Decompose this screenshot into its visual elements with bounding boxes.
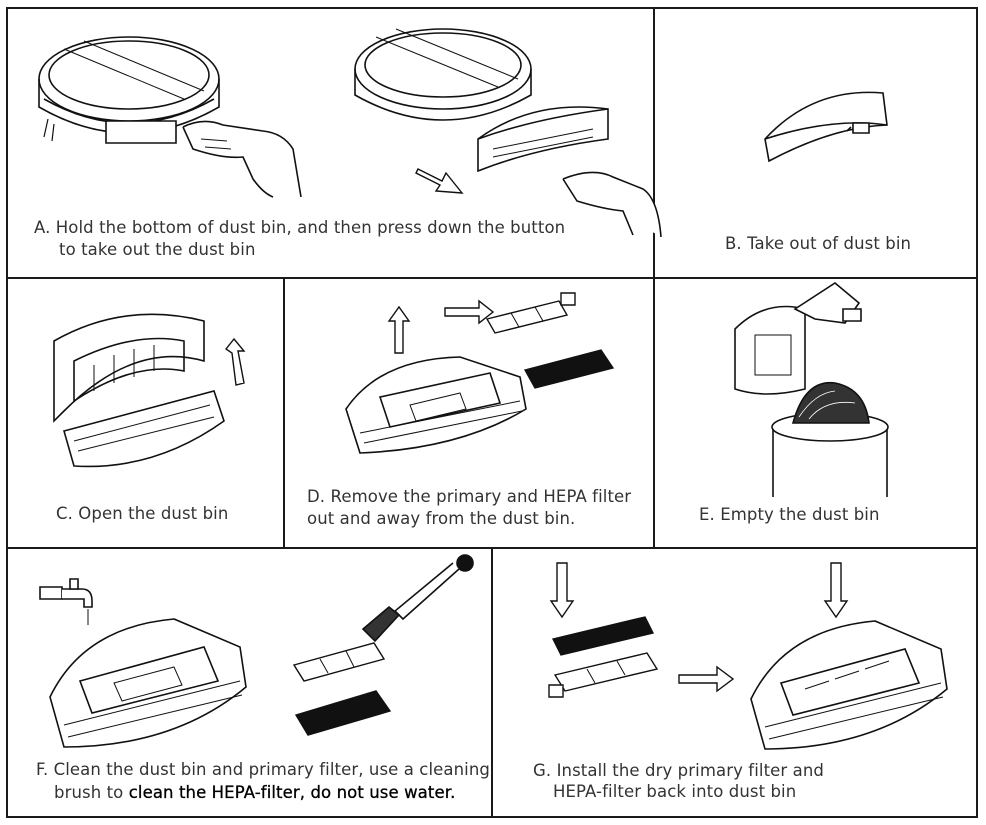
dust-bin-icon [745,609,955,759]
panel-c-caption: C. Open the dust bin [56,504,229,523]
outline-arrow-icon [220,339,250,389]
faucet-icon [36,577,96,627]
col-divider-fg [491,547,493,818]
primary-filter-icon [290,631,400,685]
panel-g-caption-line1: G. Install the dry primary filter and [533,761,824,780]
panel-e-caption: E. Empty the dust bin [699,505,880,524]
instruction-sheet [6,7,978,818]
panel-a: A. Hold the bottom of dust bin, and then… [8,9,653,277]
panel-f-caption-line1: F. Clean the dust bin and primary filter… [36,760,490,779]
panel-g: G. Install the dry primary filter and HE… [493,549,976,817]
panel-f: F. Clean the dust bin and primary filter… [8,549,491,817]
panel-d-caption-line2: out and away from the dust bin. [307,509,576,528]
hepa-filter-icon [549,611,659,661]
panel-d: D. Remove the primary and HEPA filter ou… [285,279,653,547]
outline-arrow-icon [679,667,735,691]
panel-g-caption-line2: HEPA-filter back into dust bin [553,782,797,801]
panel-f-caption-line2-prefix: brush to [54,783,129,802]
border-right [976,7,978,818]
panel-b: B. Take out of dust bin [655,9,976,277]
hepa-filter-icon [521,344,621,394]
outline-arrow-icon [549,563,575,619]
panel-b-caption: B. Take out of dust bin [725,234,912,253]
robot-vacuum-icon [348,19,548,169]
dust-bin-icon [34,301,244,481]
primary-filter-icon [547,645,667,705]
dust-bin-icon [725,279,875,409]
hepa-filter-icon [292,683,402,737]
cleaning-brush-icon [353,549,483,659]
trash-can-icon [765,379,895,497]
hand-icon [183,109,303,199]
panel-f-caption-warning: clean the HEPA-filter, do not use water. [128,783,456,802]
outline-arrow-icon [416,161,466,197]
dust-bin-icon [44,607,254,757]
dust-bin-icon [340,349,530,459]
border-left [6,7,8,818]
outline-arrow-icon [387,307,411,355]
dust-bin-icon [473,99,613,199]
panel-a-caption-line1: A. Hold the bottom of dust bin, and then… [34,218,566,237]
outline-arrow-icon [445,301,495,323]
outline-arrow-icon [823,563,849,619]
dust-bin-icon [763,87,893,167]
robot-vacuum-icon [34,29,254,199]
col-divider-de [653,277,655,549]
primary-filter-icon [483,289,583,339]
panel-f-caption-line2: brush to clean the HEPA-filter, do not u… [54,782,455,804]
hand-icon [563,159,663,239]
row-divider-1 [6,277,978,279]
col-divider-ab [653,7,655,279]
panel-e: E. Empty the dust bin [655,279,976,547]
border-top [6,7,978,9]
panel-a-caption-line2: to take out the dust bin [59,240,256,259]
panel-d-caption-line1: D. Remove the primary and HEPA filter [307,487,632,506]
col-divider-cd [283,277,285,549]
panel-c: C. Open the dust bin [8,279,283,547]
